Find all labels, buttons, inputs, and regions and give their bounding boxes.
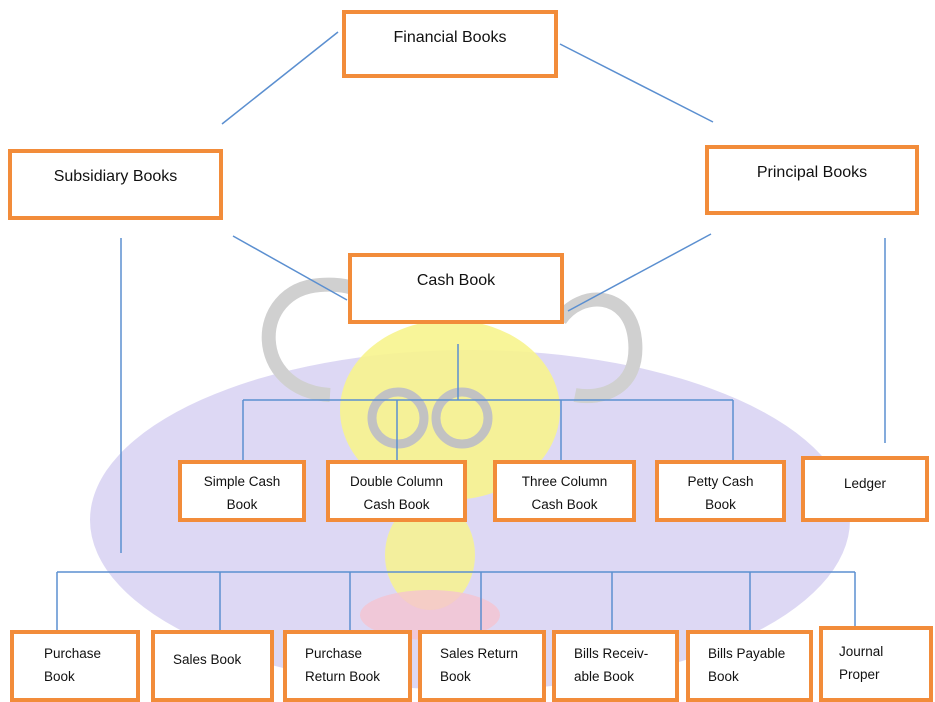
node-label: Double Column Cash Book [349,474,444,512]
node-label: Ledger [843,476,887,491]
connector [567,233,712,312]
node-label: Simple Cash Book [203,474,281,512]
node-bills-payable-book: Bills Payable Book [686,630,813,702]
node-label: Sales Book [173,652,242,667]
node-journal-proper: Journal Proper [819,626,933,702]
node-label: Principal Books [756,164,868,181]
node-label: Sales Return Book [440,646,519,684]
node-label: Petty Cash Book [687,474,754,512]
watermark-body [90,350,850,690]
node-label: Purchase Return Book [305,646,381,684]
node-label: Three Column Cash Book [521,474,608,512]
node-simple-cash-book: Simple Cash Book [178,460,306,522]
node-principal-books: Principal Books [705,145,919,215]
watermark-left-eye [367,387,429,449]
node-label: Bills Receiv- able Book [574,646,649,684]
connector-lines [56,31,886,630]
watermark-neck [385,500,475,610]
node-cash-book: Cash Book [348,253,564,324]
node-label: Financial Books [393,29,507,46]
node-label: Bills Payable Book [708,646,786,684]
connector [559,43,714,123]
node-purchase-return-book: Purchase Return Book [283,630,412,702]
node-financial-books: Financial Books [342,10,558,78]
watermark-face [340,320,560,500]
node-ledger: Ledger [801,456,929,522]
watermark-mascot [90,277,850,690]
connector [221,31,339,125]
node-three-column-cash-book: Three Column Cash Book [493,460,636,522]
node-label: Subsidiary Books [53,168,178,185]
watermark-bowtie [360,590,500,640]
node-label: Cash Book [416,272,496,289]
node-label: Journal Proper [839,644,884,682]
connector [232,235,348,301]
node-purchase-book: Purchase Book [10,630,140,702]
node-sales-return-book: Sales Return Book [418,630,546,702]
node-double-column-cash-book: Double Column Cash Book [326,460,467,522]
node-subsidiary-books: Subsidiary Books [8,149,223,220]
node-petty-cash-book: Petty Cash Book [655,460,786,522]
node-label: Purchase Book [44,646,102,684]
node-sales-book: Sales Book [151,630,274,702]
node-bills-receivable-book: Bills Receiv- able Book [552,630,679,702]
watermark-right-eye [431,387,493,449]
